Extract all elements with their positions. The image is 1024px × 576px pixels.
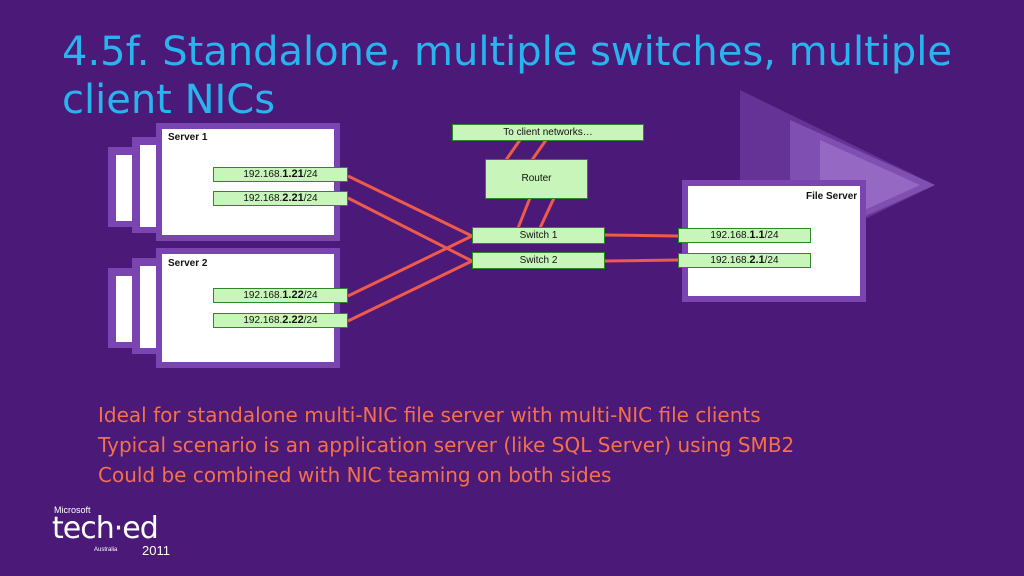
bullet-item: Could be combined with NIC teaming on bo…	[98, 463, 612, 487]
server2-nic2: 192.168.2.22/24	[213, 313, 348, 328]
server1-mid-card	[140, 145, 160, 227]
server2-label: Server 2	[168, 258, 208, 269]
server1-card	[162, 129, 334, 235]
client-networks-box: To client networks…	[452, 124, 644, 141]
server2-nic1: 192.168.1.22/24	[213, 288, 348, 303]
server1-nic1: 192.168.1.21/24	[213, 167, 348, 182]
server1-label: Server 1	[168, 132, 208, 143]
server1-back-card	[116, 155, 134, 221]
bullet-list: Ideal for standalone multi-NIC file serv…	[98, 400, 794, 490]
server2-back-card	[116, 276, 134, 342]
file-server-label: File Server	[806, 191, 858, 202]
server2-mid-card	[140, 266, 160, 348]
router-box: Router	[485, 159, 588, 199]
server1-nic2: 192.168.2.21/24	[213, 191, 348, 206]
logo-region: Australia	[94, 547, 118, 553]
slide-title: 4.5f. Standalone, multiple switches, mul…	[62, 29, 952, 123]
logo-year: 2011	[142, 543, 170, 558]
server2-card	[162, 254, 334, 362]
file-server-nic2: 192.168.2.1/24	[678, 253, 811, 268]
switch1-box: Switch 1	[472, 227, 605, 244]
logo-microsoft: Microsoft	[54, 505, 91, 515]
bullet-item: Typical scenario is an application serve…	[98, 433, 795, 457]
file-server-nic1: 192.168.1.1/24	[678, 228, 811, 243]
switch2-box: Switch 2	[472, 252, 605, 269]
bullet-item: Ideal for standalone multi-NIC file serv…	[98, 403, 761, 427]
logo-teched: tech·ed	[52, 511, 159, 546]
